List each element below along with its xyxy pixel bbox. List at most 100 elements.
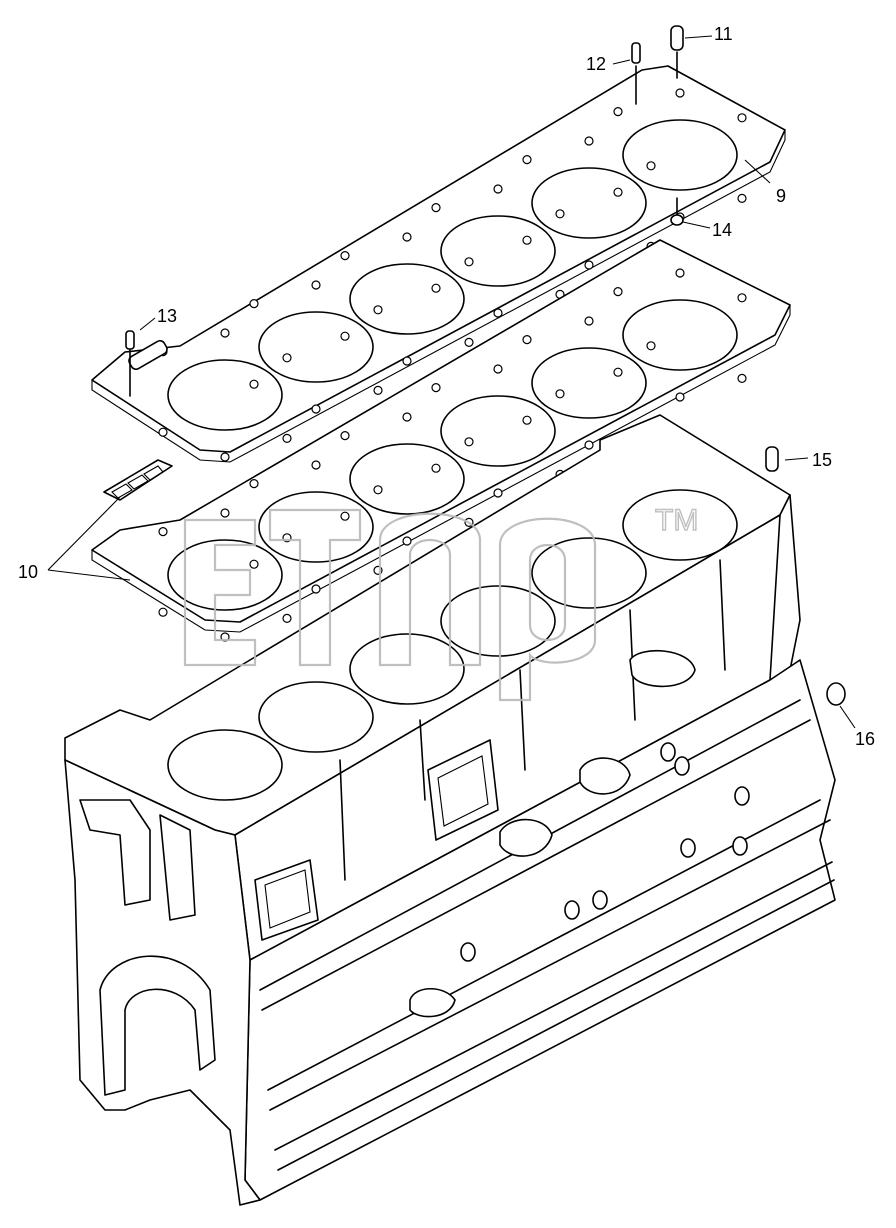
bolt-hole [340, 331, 350, 341]
bolt-hole [220, 508, 230, 518]
bolt-hole [584, 316, 594, 326]
bolt-hole [555, 209, 565, 219]
cylinder-bore [622, 299, 738, 371]
bolt-hole [311, 584, 321, 594]
cylinder-bore [167, 729, 283, 801]
cylinder-block [64, 414, 836, 1206]
bolt-hole [340, 251, 350, 261]
bolt-hole [282, 353, 292, 363]
callout-15: 15 [812, 450, 832, 470]
bolt-hole [646, 161, 656, 171]
bolt-hole [646, 341, 656, 351]
bolt-hole [613, 367, 623, 377]
bolt-hole [249, 479, 259, 489]
callout-14: 14 [712, 220, 732, 240]
cylinder-bore [349, 633, 465, 705]
bolt-hole [584, 440, 594, 450]
watermark-tm: TM [655, 504, 698, 537]
boss [460, 942, 476, 962]
bolt-hole [493, 488, 503, 498]
cylinder-bore [531, 167, 647, 239]
bolt-hole [493, 364, 503, 374]
seal-ring-14 [670, 197, 684, 226]
bolt-hole [431, 283, 441, 293]
bolt-hole [158, 427, 168, 437]
bolt-hole [464, 437, 474, 447]
bolt-hole [373, 385, 383, 395]
expansion-plug-16 [826, 682, 846, 706]
boss [592, 890, 608, 910]
bolt-hole [402, 232, 412, 242]
bolt-hole [282, 433, 292, 443]
callout-9: 9 [776, 186, 786, 206]
bolt-hole [493, 308, 503, 318]
bolt-hole [464, 257, 474, 267]
bolt-hole [373, 305, 383, 315]
boss [660, 742, 676, 762]
bolt-hole [249, 379, 259, 389]
bolt-hole [431, 203, 441, 213]
bolt-hole [675, 392, 685, 402]
cylinder-bore [258, 311, 374, 383]
cylinder-bore [349, 443, 465, 515]
dowel-pin-11 [670, 25, 684, 79]
bolt-hole [402, 412, 412, 422]
bolt-hole [493, 184, 503, 194]
cylinder-bore [167, 539, 283, 611]
bolt-hole [613, 106, 623, 117]
dowel-pin-12 [631, 42, 641, 105]
cylinder-bore [531, 537, 647, 609]
bolt-hole [402, 536, 412, 546]
bolt-hole [402, 356, 412, 366]
bolt-hole [220, 328, 230, 338]
bolt-hole [431, 463, 441, 473]
cylinder-bore [349, 263, 465, 335]
bolt-hole [340, 511, 350, 521]
bolt-hole [311, 404, 321, 414]
bolt-hole [282, 613, 292, 624]
bolt-hole [584, 136, 594, 146]
upper-head-gasket [91, 65, 786, 463]
bolt-hole [675, 88, 685, 98]
bolt-hole [522, 235, 532, 245]
bolt-hole [613, 187, 623, 197]
boss [732, 836, 748, 856]
bolt-hole [613, 287, 623, 297]
cylinder-bore [167, 359, 283, 431]
bolt-hole [311, 460, 321, 470]
callout-12: 12 [586, 54, 606, 74]
cylinder-bore [622, 119, 738, 191]
bolt-hole [584, 260, 594, 270]
callout-16: 16 [855, 729, 875, 749]
bolt-hole [464, 337, 474, 347]
boss [680, 838, 696, 858]
bolt-hole [431, 383, 441, 393]
bolt-hole [737, 193, 747, 203]
watermark-logo: TM [183, 503, 699, 702]
boss [734, 786, 750, 806]
cylinder-bore [440, 585, 556, 657]
cylinder-bore [531, 347, 647, 419]
bolt-hole [311, 280, 321, 290]
dowel-pin-13 [125, 330, 135, 397]
bolt-hole [220, 452, 230, 462]
bolt-hole [522, 335, 532, 345]
bolt-hole [555, 389, 565, 399]
bolt-hole [737, 113, 747, 123]
cylinder-bore [440, 215, 556, 287]
cylinder-bore [622, 489, 738, 561]
cylinder-bore [258, 491, 374, 563]
bolt-hole [737, 373, 747, 383]
bolt-hole [249, 559, 259, 569]
leader-lines [47, 35, 856, 729]
bolt-hole [158, 526, 168, 537]
small-seal-gasket [103, 459, 173, 501]
cylinder-bore [440, 395, 556, 467]
bolt-hole [158, 607, 168, 617]
bolt-hole [522, 415, 532, 425]
dowel-15 [765, 446, 779, 472]
callout-13: 13 [157, 306, 177, 326]
bolt-hole [249, 299, 259, 309]
bolt-hole [737, 293, 747, 303]
bolt-hole [675, 268, 685, 278]
